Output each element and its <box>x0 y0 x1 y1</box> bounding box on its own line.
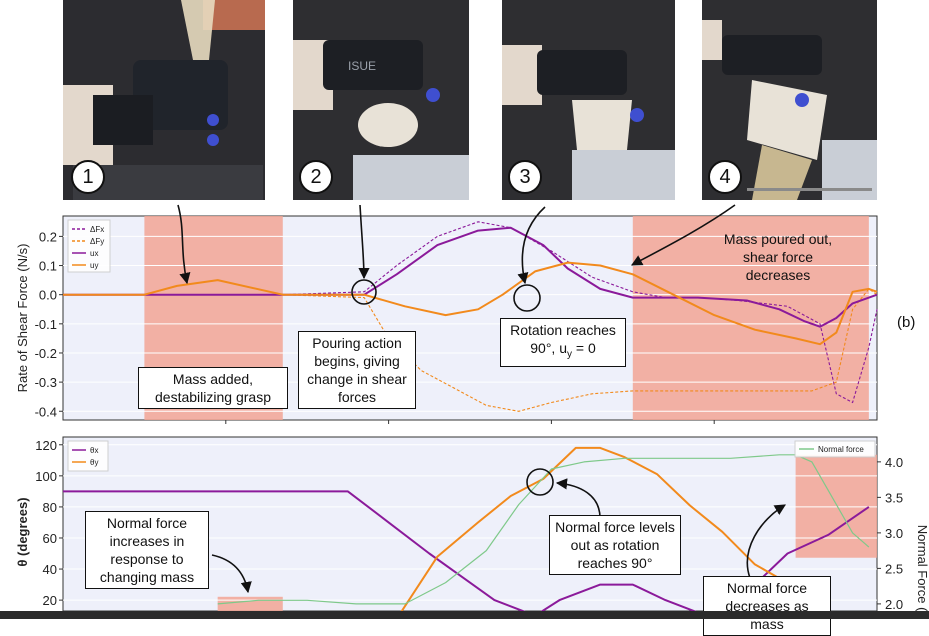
bottom-right-y-axis-label: Normal Force (N) <box>915 525 929 619</box>
bottom-legend-box <box>67 440 109 472</box>
arrow-normal-increase <box>211 554 252 594</box>
step-badge-2: 2 <box>299 160 333 194</box>
photo-step-4: 4 <box>702 0 877 200</box>
callout-circle-pour-start <box>351 279 377 305</box>
bottom-legend-label-1: θx <box>90 446 98 455</box>
top-ytick-label: -0.4 <box>35 404 57 419</box>
top-ytick-label: -0.2 <box>35 346 57 361</box>
robot-hand-photo-2: ISUE <box>293 0 469 200</box>
top-ytick-label: 0.1 <box>39 259 57 274</box>
arrow-step-3 <box>517 206 546 285</box>
top-shaded-region-2 <box>632 216 869 420</box>
top-y-axis-label: Rate of Shear Force (N/s) <box>15 244 30 393</box>
bottom-right-ytick-label: 4.0 <box>885 455 903 470</box>
callout-circle-normal-level <box>526 468 554 496</box>
bottom-right-ytick-label: 2.5 <box>885 561 903 576</box>
bottom-right-legend-box <box>794 440 876 458</box>
arrow-step-4 <box>631 204 736 266</box>
photo-step-3: 3 <box>502 0 675 200</box>
top-legend-label-3: ux <box>90 249 98 258</box>
bottom-legend-label-2: θy <box>90 458 98 467</box>
top-ytick-label: 0.0 <box>39 288 57 303</box>
bottom-ytick-label: 40 <box>43 562 57 577</box>
arrow-normal-decrease <box>746 504 786 579</box>
arrow-normal-levels <box>555 478 601 519</box>
bottom-shaded-region-1 <box>217 596 283 611</box>
bottom-right-ytick-label: 3.5 <box>885 490 903 505</box>
step-badge-4: 4 <box>708 160 742 194</box>
bottom-right-ytick-label: 2.0 <box>885 597 903 612</box>
bottom-shaded-region-2 <box>795 454 877 558</box>
bottom-series-Normal-force <box>217 454 870 605</box>
gripper-brand-text: ISUE <box>348 59 376 73</box>
annotation-rotation-reaches: Rotation reaches 90°, uy = 0 <box>500 318 626 367</box>
annotation-mass-poured-out: Mass poured out, shear force decreases <box>723 231 833 283</box>
top-series-ΔFx <box>63 221 878 404</box>
bottom-bar <box>0 611 929 619</box>
bottom-ytick-label: 20 <box>43 593 57 608</box>
arrow-step-2 <box>358 204 370 280</box>
annotation-normal-decrease: Normal force decreases as mass <box>703 576 831 636</box>
robot-hand-photo-1 <box>63 0 265 200</box>
bottom-ytick-label: 60 <box>43 531 57 546</box>
top-legend-label-2: ΔFy <box>90 237 104 246</box>
step-badge-3: 3 <box>508 160 542 194</box>
photo-step-1: 1 <box>63 0 265 200</box>
bottom-series-θy <box>400 446 831 611</box>
top-legend-label-1: ΔFx <box>90 225 104 234</box>
top-ytick-label: 0.2 <box>39 229 57 244</box>
bottom-ytick-label: 80 <box>43 500 57 515</box>
annotation-rotation-tail: = 0 <box>572 340 596 356</box>
annotation-pouring-begins: Pouring action begins, giving change in … <box>298 331 416 409</box>
step-badge-1: 1 <box>71 160 105 194</box>
top-legend-label-4: uy <box>90 261 98 270</box>
top-ytick-label: -0.3 <box>35 375 57 390</box>
annotation-normal-increase: Normal force increases in response to ch… <box>85 511 209 589</box>
photo-step-2: ISUE 2 <box>293 0 469 200</box>
annotation-rotation-subscript: y <box>567 348 572 360</box>
top-ytick-label: -0.1 <box>35 317 57 332</box>
callout-circle-rotation <box>513 284 541 312</box>
photo-strip: 1 ISUE 2 3 <box>0 0 929 207</box>
top-series-uy <box>63 261 878 346</box>
annotation-rotation-text: Rotation reaches 90°, u <box>510 322 616 356</box>
top-series-ΔFy <box>63 288 878 412</box>
top-series-ux <box>63 226 878 328</box>
annotation-normal-levels: Normal force levels out as rotation reac… <box>549 515 681 575</box>
arrow-step-1 <box>177 204 191 285</box>
bottom-right-legend-label: Normal force <box>818 445 864 454</box>
bottom-y-axis-label: θ (degrees) <box>15 497 30 566</box>
panel-label: (b) <box>897 314 916 331</box>
annotation-mass-added: Mass added, destabilizing grasp <box>138 367 288 409</box>
bottom-right-ytick-label: 3.0 <box>885 526 903 541</box>
bottom-ytick-label: 120 <box>35 438 57 453</box>
bottom-ytick-label: 100 <box>35 469 57 484</box>
